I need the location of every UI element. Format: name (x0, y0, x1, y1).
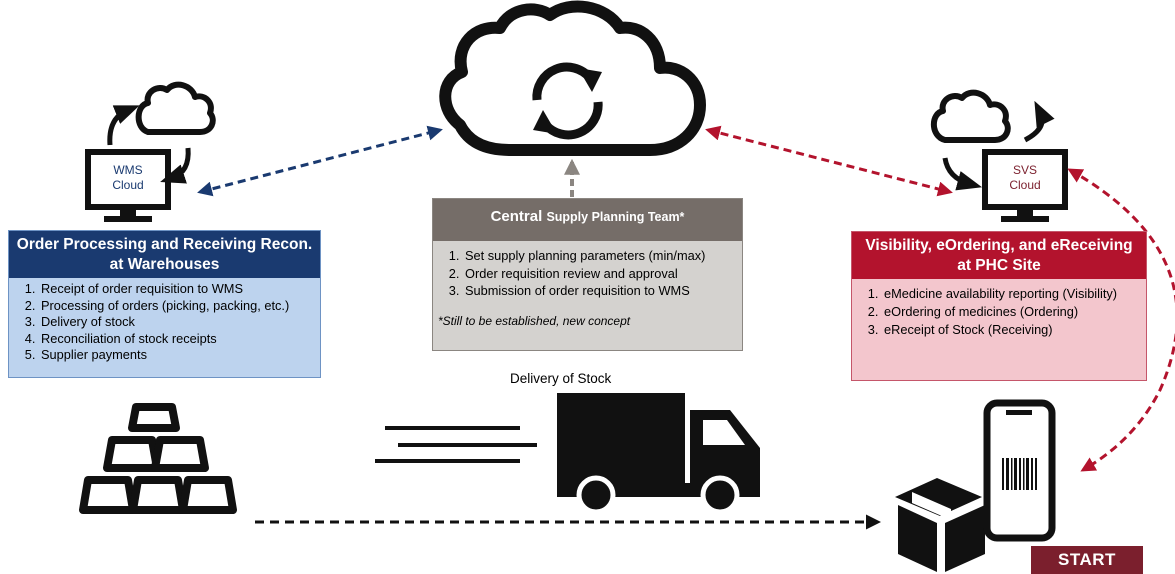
central-sync-cloud-icon (439, 0, 706, 156)
wms-list-item: Processing of orders (picking, packing, … (39, 298, 320, 315)
central-title-sub: Supply Planning Team* (546, 210, 685, 224)
wms-box-title: Order Processing and Receiving Recon. at… (9, 231, 320, 278)
wms-info-box: Order Processing and Receiving Recon. at… (8, 230, 321, 378)
wms-list-item: Reconciliation of stock receipts (39, 331, 320, 348)
central-svs-arrow (705, 125, 953, 197)
svs-info-box: Visibility, eOrdering, and eReceiving at… (851, 231, 1147, 381)
central-list-item: Submission of order requisition to WMS (463, 282, 742, 300)
wms-monitor-icon (85, 81, 216, 222)
svs-mobile-arrow (1067, 168, 1175, 472)
svs-list-item: eOrdering of medicines (Ordering) (882, 303, 1146, 321)
wms-list-item: Receipt of order requisition to WMS (39, 281, 320, 298)
central-list: Set supply planning parameters (min/max)… (433, 241, 742, 300)
svs-monitor-icon (930, 89, 1068, 222)
central-box-title: Central Supply Planning Team* (433, 199, 742, 241)
central-title-main: Central (490, 208, 543, 225)
svs-icon-label: SVS Cloud (989, 163, 1061, 193)
central-list-item: Set supply planning parameters (min/max) (463, 247, 742, 265)
svs-icon-label-line1: SVS (1012, 163, 1037, 177)
wms-list-item: Delivery of stock (39, 314, 320, 331)
delivery-truck-icon (557, 393, 760, 515)
wms-central-arrow (197, 125, 443, 197)
svs-list-item: eReceipt of Stock (Receiving) (882, 321, 1146, 339)
central-list-item: Order requisition review and approval (463, 265, 742, 283)
wms-list-item: Supplier payments (39, 347, 320, 364)
mobile-barcode-icon (983, 399, 1056, 542)
svs-box-title: Visibility, eOrdering, and eReceiving at… (852, 232, 1146, 279)
speed-lines (375, 426, 537, 463)
svs-list: eMedicine availability reporting (Visibi… (852, 279, 1146, 339)
stock-pile-icon (79, 403, 237, 514)
svs-icon-label-line2: Cloud (1009, 178, 1041, 192)
central-note: *Still to be established, new concept (438, 313, 631, 328)
central-info-box: Central Supply Planning Team* Set supply… (432, 198, 743, 351)
start-badge: START (1031, 546, 1143, 574)
wms-list: Receipt of order requisition to WMS Proc… (9, 278, 320, 364)
wms-icon-label-line2: Cloud (112, 178, 144, 192)
wms-icon-label-line1: WMS (113, 163, 143, 177)
delivery-label: Delivery of Stock (510, 371, 612, 386)
package-box-icon (895, 478, 985, 572)
wms-icon-label: WMS Cloud (92, 163, 164, 193)
svs-list-item: eMedicine availability reporting (Visibi… (882, 285, 1146, 303)
